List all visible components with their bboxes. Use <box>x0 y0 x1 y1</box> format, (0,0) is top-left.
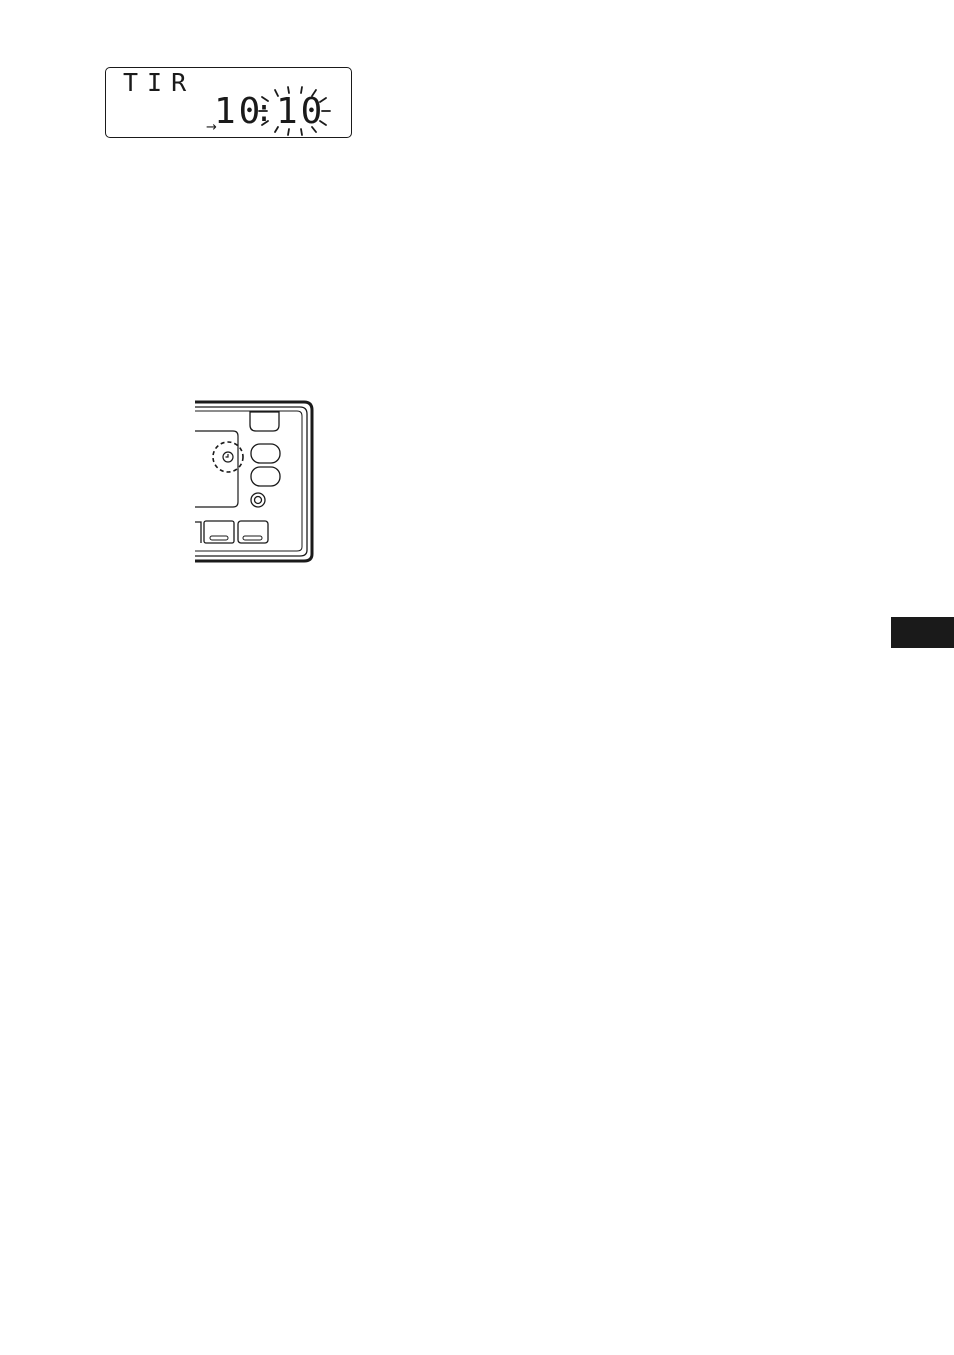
clock-button[interactable] <box>213 442 243 472</box>
display-minutes-blinking: 10 <box>276 93 325 131</box>
lcd-display: TIR 10 : 10 → <box>105 67 352 138</box>
display-label: TIR <box>123 70 195 96</box>
display-arrow: → <box>206 121 217 135</box>
front-panel-drawing <box>190 398 320 566</box>
display-colon: : <box>255 93 273 131</box>
section-tab <box>891 617 954 648</box>
